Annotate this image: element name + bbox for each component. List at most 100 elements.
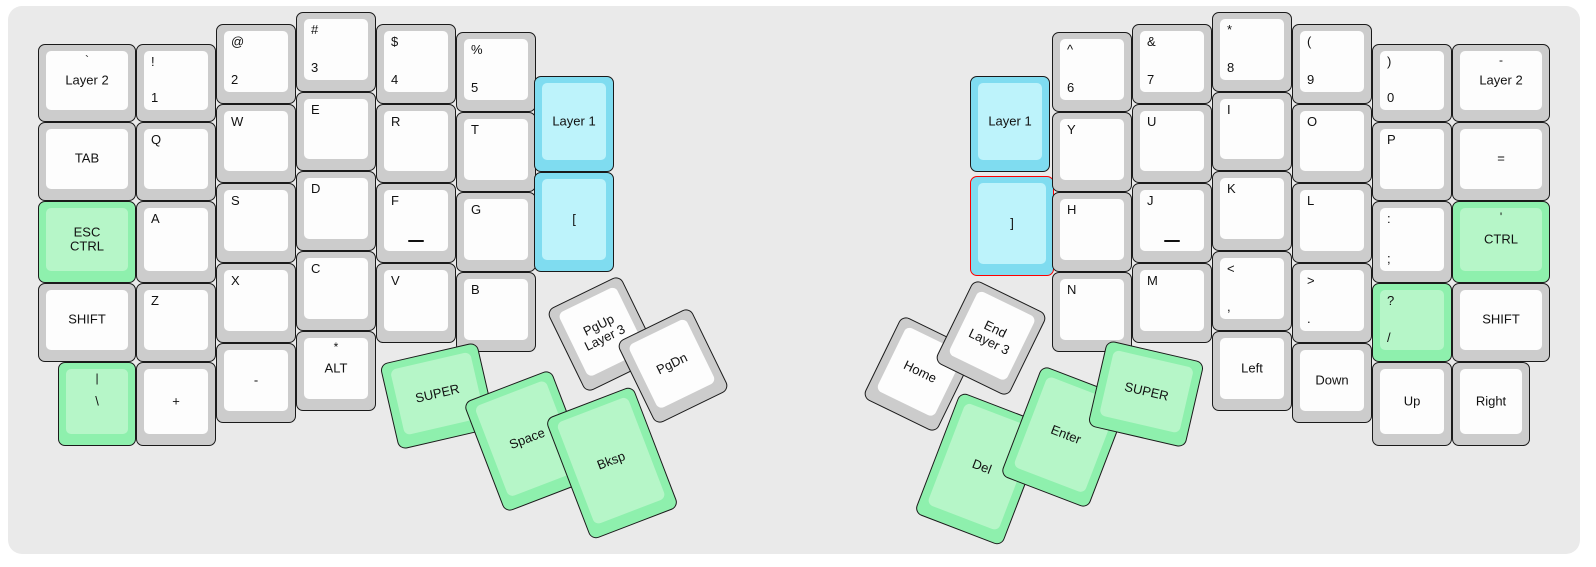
key-o[interactable]: O bbox=[1292, 104, 1372, 183]
key-face-7: &7 bbox=[1140, 31, 1204, 92]
key-legend-h: H bbox=[1067, 202, 1077, 217]
key-down[interactable]: Down bbox=[1292, 343, 1372, 423]
key-plus[interactable]: + bbox=[136, 362, 216, 446]
key-legend-layer1-left: Layer 1 bbox=[552, 113, 596, 129]
key-p[interactable]: P bbox=[1372, 122, 1452, 201]
key-up[interactable]: Up bbox=[1372, 362, 1452, 446]
key-legend-j: J bbox=[1147, 193, 1154, 208]
key-face-f: F bbox=[384, 190, 448, 251]
key-i[interactable]: I bbox=[1212, 92, 1292, 171]
key-n[interactable]: N bbox=[1052, 272, 1132, 352]
key-9[interactable]: (9 bbox=[1292, 24, 1372, 104]
key-g[interactable]: G bbox=[456, 192, 536, 272]
key-3[interactable]: #3 bbox=[296, 12, 376, 92]
key-face-u: U bbox=[1140, 111, 1204, 171]
key-semicolon[interactable]: :; bbox=[1372, 201, 1452, 283]
key-legend-top-quote-ctrl: ' bbox=[1499, 210, 1503, 224]
key-l[interactable]: L bbox=[1292, 183, 1372, 263]
key-face-5: %5 bbox=[464, 39, 528, 100]
key-2[interactable]: @2 bbox=[216, 24, 296, 104]
key-layer1-right[interactable]: Layer 1 bbox=[970, 76, 1050, 172]
key-legend-down: Down bbox=[1315, 372, 1349, 388]
key-minus[interactable]: - bbox=[216, 343, 296, 423]
key-shift-left[interactable]: SHIFT bbox=[38, 283, 136, 362]
key-legend-a: A bbox=[151, 211, 160, 226]
key-face-y: Y bbox=[1060, 119, 1124, 180]
key-a[interactable]: A bbox=[136, 201, 216, 283]
key-legend-bottom-minus-layer2: Layer 2 bbox=[1479, 72, 1523, 88]
key-esc-ctrl[interactable]: ESC CTRL bbox=[38, 201, 136, 283]
key-r[interactable]: R bbox=[376, 104, 456, 183]
key-equals[interactable]: = bbox=[1452, 122, 1550, 201]
key-minus-layer2[interactable]: -Layer 2 bbox=[1452, 44, 1550, 122]
key-h[interactable]: H bbox=[1052, 192, 1132, 272]
key-face-n: N bbox=[1060, 279, 1124, 340]
key-8[interactable]: *8 bbox=[1212, 12, 1292, 92]
key-alt[interactable]: *ALT bbox=[296, 331, 376, 411]
key-face-pgdn: PgDn bbox=[627, 317, 717, 410]
key-face-q: Q bbox=[144, 129, 208, 189]
key-c[interactable]: C bbox=[296, 251, 376, 331]
key-shift-right[interactable]: SHIFT bbox=[1452, 283, 1550, 362]
key-legend-base-9: 9 bbox=[1307, 72, 1315, 88]
key-face-grave-layer2: `Layer 2 bbox=[46, 51, 128, 110]
key-y[interactable]: Y bbox=[1052, 112, 1132, 192]
key-e[interactable]: E bbox=[296, 92, 376, 171]
key-5[interactable]: %5 bbox=[456, 32, 536, 112]
key-right[interactable]: Right bbox=[1452, 362, 1530, 446]
key-j[interactable]: J bbox=[1132, 183, 1212, 263]
key-q[interactable]: Q bbox=[136, 122, 216, 201]
key-legend-w: W bbox=[231, 114, 244, 129]
key-t[interactable]: T bbox=[456, 112, 536, 192]
key-face-o: O bbox=[1300, 111, 1364, 171]
key-period[interactable]: >. bbox=[1292, 263, 1372, 343]
key-6[interactable]: ^6 bbox=[1052, 32, 1132, 112]
key-face-h: H bbox=[1060, 199, 1124, 260]
key-face-4: $4 bbox=[384, 31, 448, 92]
key-face-8: *8 bbox=[1220, 19, 1284, 80]
key-bracket-right[interactable]: ] bbox=[970, 176, 1054, 276]
key-b[interactable]: B bbox=[456, 272, 536, 352]
key-bracket-left[interactable]: [ bbox=[534, 172, 614, 272]
key-quote-ctrl[interactable]: 'CTRL bbox=[1452, 201, 1550, 283]
key-v[interactable]: V bbox=[376, 263, 456, 343]
key-face-pipe-backslash: |\ bbox=[66, 369, 128, 434]
key-legend-plus: + bbox=[172, 393, 180, 409]
key-1[interactable]: !1 bbox=[136, 44, 216, 122]
key-tab[interactable]: TAB bbox=[38, 122, 136, 201]
key-face-minus-layer2: -Layer 2 bbox=[1460, 51, 1542, 110]
key-face-m: M bbox=[1140, 270, 1204, 331]
key-face-6: ^6 bbox=[1060, 39, 1124, 100]
key-7[interactable]: &7 bbox=[1132, 24, 1212, 104]
key-z[interactable]: Z bbox=[136, 283, 216, 362]
key-legend-bracket-right: ] bbox=[1010, 215, 1014, 231]
key-pipe-backslash[interactable]: |\ bbox=[58, 362, 136, 446]
key-legend-bottom-alt: ALT bbox=[324, 360, 348, 376]
key-legend-shift-5: % bbox=[471, 42, 483, 57]
key-grave-layer2[interactable]: `Layer 2 bbox=[38, 44, 136, 122]
key-s[interactable]: S bbox=[216, 183, 296, 263]
key-face-g: G bbox=[464, 199, 528, 260]
key-legend-shift-8: * bbox=[1227, 22, 1233, 37]
key-slash[interactable]: ?/ bbox=[1372, 283, 1452, 362]
key-w[interactable]: W bbox=[216, 104, 296, 183]
key-face-minus: - bbox=[224, 350, 288, 411]
key-u[interactable]: U bbox=[1132, 104, 1212, 183]
key-left[interactable]: Left bbox=[1212, 331, 1292, 411]
key-legend-shift-3: # bbox=[311, 22, 319, 37]
key-m[interactable]: M bbox=[1132, 263, 1212, 343]
key-x[interactable]: X bbox=[216, 263, 296, 343]
key-0[interactable]: )0 bbox=[1372, 44, 1452, 122]
key-legend-shift-right: SHIFT bbox=[1482, 311, 1520, 327]
key-face-super-right: SUPER bbox=[1099, 349, 1195, 434]
key-4[interactable]: $4 bbox=[376, 24, 456, 104]
key-legend-d: D bbox=[311, 181, 321, 196]
key-face-k: K bbox=[1220, 178, 1284, 239]
key-comma[interactable]: <, bbox=[1212, 251, 1292, 331]
key-legend-m: M bbox=[1147, 273, 1158, 288]
key-k[interactable]: K bbox=[1212, 171, 1292, 251]
key-face-down: Down bbox=[1300, 350, 1364, 411]
key-layer1-left[interactable]: Layer 1 bbox=[534, 76, 614, 172]
key-f[interactable]: F bbox=[376, 183, 456, 263]
key-d[interactable]: D bbox=[296, 171, 376, 251]
